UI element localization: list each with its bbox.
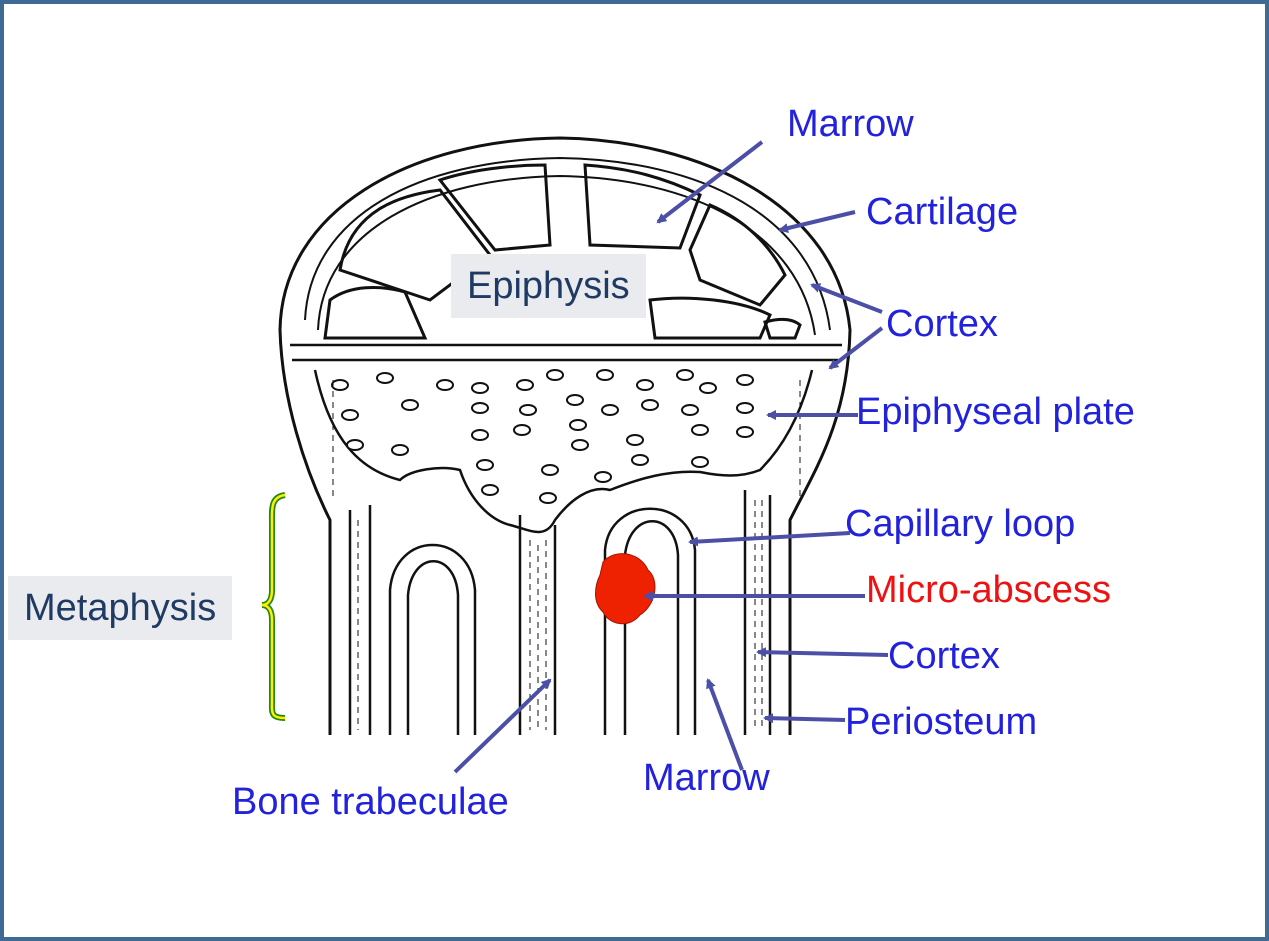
label-cortex-top: Cortex — [886, 302, 998, 346]
trabeculae-hatching — [333, 380, 800, 730]
plate-lines — [290, 345, 842, 360]
label-cortex-bottom: Cortex — [888, 634, 1000, 678]
bone-outline — [280, 138, 850, 735]
label-micro-abscess: Micro-abscess — [866, 568, 1111, 612]
label-epiphyseal-plate: Epiphyseal plate — [856, 390, 1135, 434]
label-bone-trabeculae: Bone trabeculae — [232, 780, 509, 824]
label-capillary-loop: Capillary loop — [845, 502, 1075, 546]
label-marrow-top: Marrow — [787, 102, 914, 146]
label-epiphysis: Epiphysis — [451, 254, 646, 318]
metaphysis-structure — [350, 490, 770, 735]
label-marrow-bottom: Marrow — [643, 756, 770, 800]
micro-abscess-blob — [596, 554, 655, 624]
chondrocyte-cells — [332, 370, 753, 503]
label-cartilage: Cartilage — [866, 190, 1018, 234]
plate-lower-edge — [315, 370, 812, 532]
label-metaphysis: Metaphysis — [8, 576, 232, 640]
label-periosteum: Periosteum — [845, 700, 1037, 744]
